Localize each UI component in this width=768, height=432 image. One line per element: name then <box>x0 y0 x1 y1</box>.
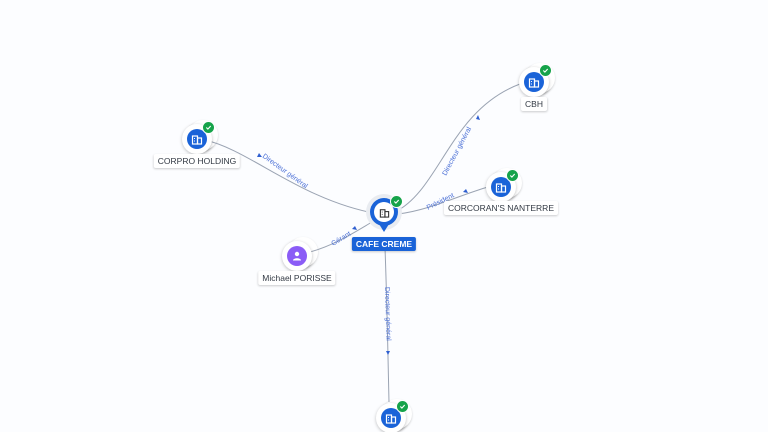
svg-text:Gérant: Gérant <box>330 231 352 248</box>
node-label-michael-porisse[interactable]: Michael PORISSE <box>258 271 336 285</box>
building-icon <box>491 177 511 197</box>
node-cbh[interactable] <box>519 63 555 97</box>
building-icon <box>381 408 401 428</box>
edge-porisse <box>309 221 373 253</box>
edge-cbh <box>394 83 521 213</box>
node-label-corcorans-nanterre[interactable]: CORCORAN'S NANTERRE <box>444 201 558 215</box>
edge-label-porisse: Gérant <box>330 231 352 248</box>
node-label-cafe-creme[interactable]: CAFE CREME <box>351 237 417 251</box>
check-icon <box>506 169 519 182</box>
edge-label-corpro: Directeur général <box>261 153 309 190</box>
building-icon <box>187 129 207 149</box>
node-corcorans-nanterre[interactable] <box>486 168 522 202</box>
edge-arrow-corcoran <box>463 189 468 193</box>
person-icon <box>287 246 307 266</box>
check-icon <box>396 400 409 413</box>
edge-label-bottom: Directeur général <box>383 287 392 342</box>
node-michael-porisse[interactable] <box>282 237 318 271</box>
building-icon <box>374 202 394 222</box>
edge-arrow-cbh <box>476 115 480 120</box>
svg-text:Directeur général: Directeur général <box>261 153 309 190</box>
building-icon <box>524 72 544 92</box>
edge-bottom <box>384 247 390 403</box>
edge-arrow-porisse <box>352 226 357 230</box>
node-bottom-company[interactable] <box>376 399 412 432</box>
check-icon <box>539 64 552 77</box>
svg-text:Directeur général: Directeur général <box>442 126 474 177</box>
node-corpro-holding[interactable] <box>182 120 218 154</box>
node-label-corpro-holding[interactable]: CORPRO HOLDING <box>153 154 241 168</box>
node-cafe-creme[interactable] <box>366 194 403 232</box>
edge-label-cbh: Directeur général <box>442 126 474 177</box>
edge-arrow-corpro <box>257 153 262 157</box>
check-icon <box>202 121 215 134</box>
node-label-cbh[interactable]: CBH <box>521 97 547 111</box>
check-icon <box>390 195 403 208</box>
edge-arrow-bottom <box>386 351 390 355</box>
svg-text:Directeur général: Directeur général <box>383 287 392 342</box>
edge-corpro <box>204 139 379 215</box>
